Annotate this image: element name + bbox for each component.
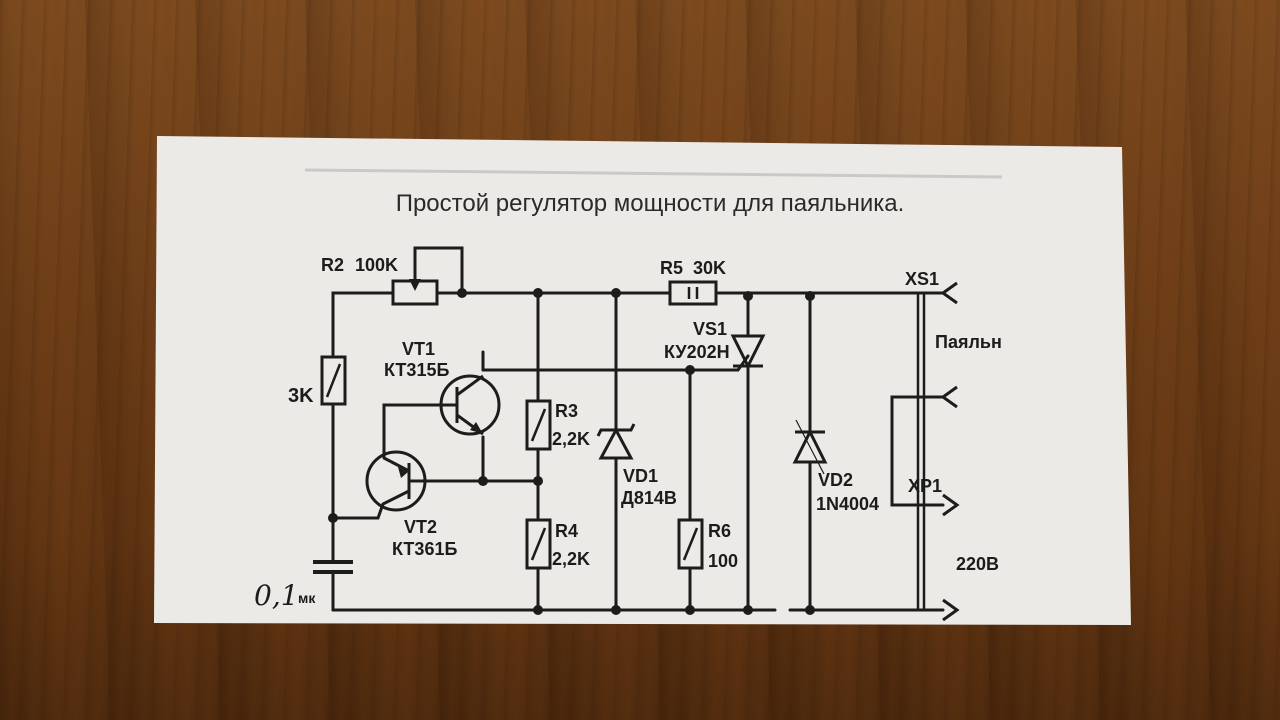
xp1-plug-top	[942, 493, 960, 517]
wires	[331, 246, 945, 612]
schematic-title: Простой регулятор мощности для паяльника…	[396, 190, 905, 217]
vd2-type: 1N4004	[816, 494, 879, 514]
xp1-label: 220В	[956, 554, 999, 574]
vd1-ref: VD1	[623, 466, 658, 486]
r5-resistor	[668, 280, 718, 306]
vs1-ref: VS1	[693, 319, 727, 339]
xp1-plug-bottom	[942, 598, 960, 622]
r4-value: 2,2K	[552, 549, 590, 569]
r2-ref: R2	[321, 255, 344, 275]
xp1-ref: XP1	[908, 476, 942, 496]
xs1-label: Паяльн	[935, 332, 1002, 352]
r6-ref: R6	[708, 521, 731, 541]
vs1-thyristor	[730, 334, 766, 370]
r3-ref: R3	[555, 401, 578, 421]
vt2-emitter-arrow	[398, 467, 408, 478]
r1-value: 3K	[288, 385, 314, 407]
junction-dots	[328, 288, 815, 615]
xs1-ref: XS1	[905, 269, 939, 289]
r2-value: 100K	[355, 255, 398, 275]
vd1-type: Д814В	[621, 488, 677, 508]
xs1-socket-bottom	[940, 385, 958, 409]
paper-top-rule	[304, 168, 1003, 179]
c1-value: 0,1	[254, 579, 299, 612]
vd2-ref: VD2	[818, 470, 853, 490]
vt1-type: КТ315Б	[384, 360, 449, 380]
connector-bars	[916, 293, 926, 610]
r4-ref: R4	[555, 521, 578, 541]
c1-capacitor	[313, 560, 353, 574]
xs1-socket-top	[940, 281, 958, 305]
r6-value: 100	[708, 551, 738, 571]
vd2-diode	[792, 419, 828, 475]
r5-value: 30K	[693, 258, 726, 278]
r3-value: 2,2K	[552, 429, 590, 449]
vd1-zener-diode	[596, 423, 636, 460]
r5-ref: R5	[660, 258, 683, 278]
vt2-ref: VT2	[404, 517, 437, 537]
vt2-type: КТ361Б	[392, 539, 457, 559]
vt1-emitter-arrow	[470, 422, 483, 434]
c1-unit: мк	[298, 590, 316, 606]
r2-wiper-arrow	[409, 279, 421, 291]
vt2-transistor	[365, 450, 427, 512]
vt1-ref: VT1	[402, 339, 435, 359]
vs1-type: КУ202Н	[664, 342, 730, 362]
paper-sheet	[154, 136, 1131, 625]
